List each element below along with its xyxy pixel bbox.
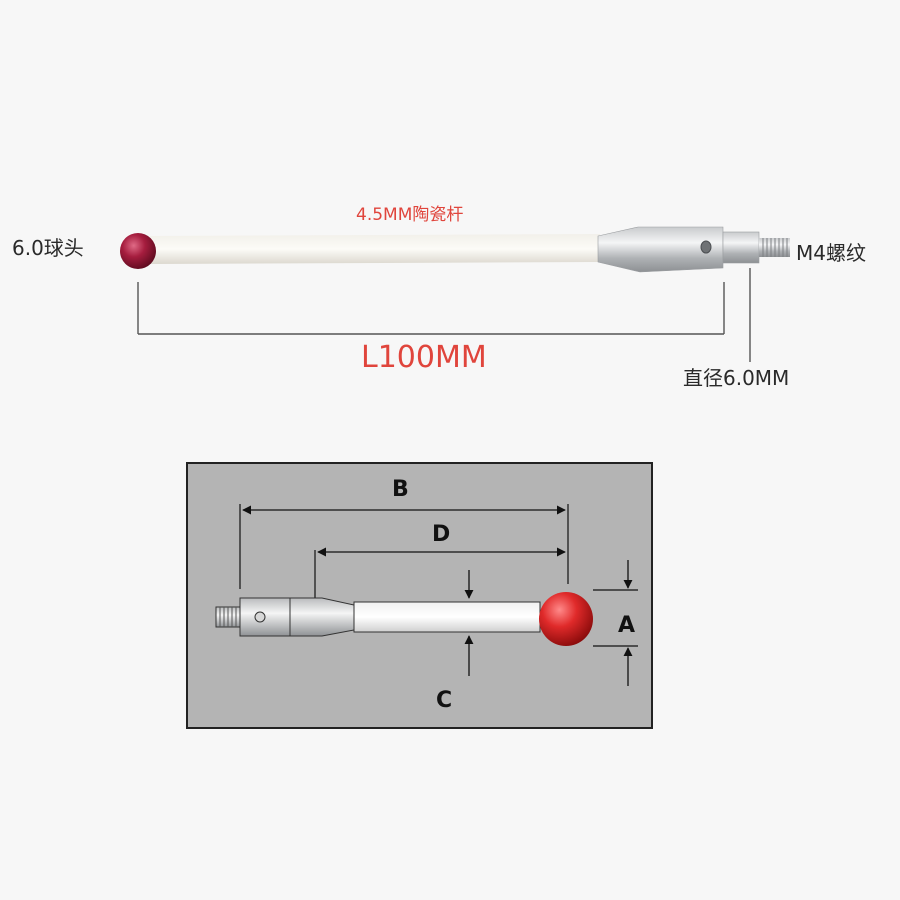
label-d: D	[432, 522, 451, 547]
stylus-photo	[120, 226, 790, 362]
diagram-shaft	[353, 601, 541, 633]
diameter-label: 直径6.0MM	[683, 366, 790, 390]
ball-label: 6.0球头	[12, 236, 84, 260]
metal-holder	[597, 226, 724, 273]
ruby-ball	[120, 233, 156, 269]
label-a: A	[618, 613, 636, 638]
metal-collar	[722, 231, 760, 264]
dimension-diagram: B D A C	[186, 462, 653, 729]
ceramic-shaft	[150, 234, 600, 264]
dimension-drawing	[215, 504, 638, 686]
label-c: C	[436, 688, 453, 713]
label-b: B	[392, 477, 409, 502]
diagram-cone	[289, 597, 355, 637]
thread-label: M4螺纹	[796, 241, 866, 265]
diagram-hole	[254, 611, 266, 623]
holder-hole	[700, 240, 712, 254]
shaft-label: 4.5MM陶瓷杆	[356, 205, 464, 225]
length-label: L100MM	[361, 340, 487, 375]
diagram-ruby-ball	[539, 592, 593, 646]
